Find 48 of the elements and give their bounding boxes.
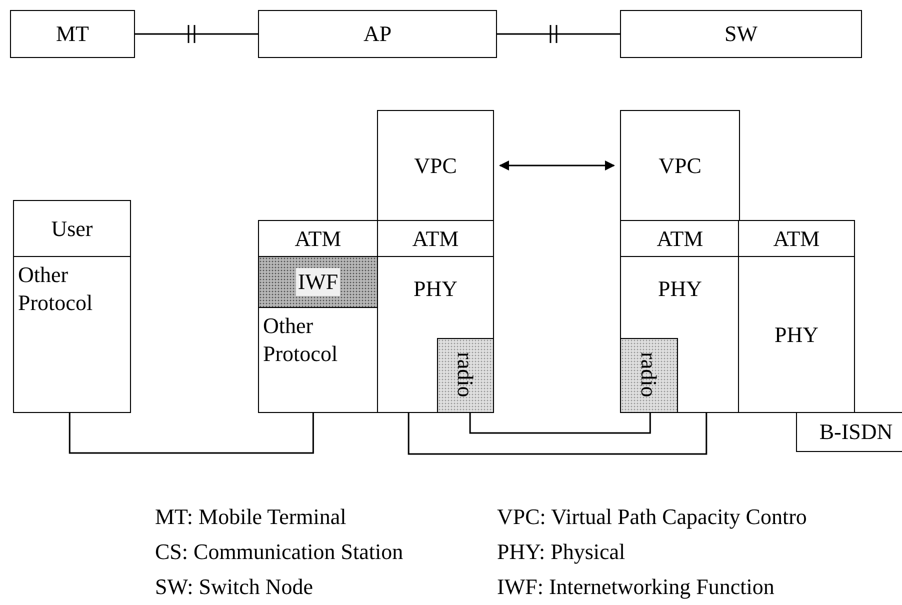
layer-label: MT (56, 20, 89, 48)
layer-label: ATM (773, 224, 820, 252)
protocol-box (377, 110, 494, 221)
layer-label: PHY (413, 275, 458, 302)
protocol-box (377, 256, 494, 413)
protocol-box (796, 412, 902, 452)
protocol-box (258, 220, 378, 257)
layer-label: PHY (774, 320, 818, 348)
layer-label: VPC (658, 152, 702, 180)
legend-text: IWF: Internetworking Function (497, 574, 774, 600)
radio-layer-box (436, 338, 494, 412)
layer-label: Other Protocol (263, 312, 339, 367)
legend-text: CS: Communication Station (155, 539, 404, 565)
protocol-box (13, 200, 131, 257)
layer-label: User (51, 214, 93, 242)
protocol-box (258, 307, 378, 413)
layer-label: B-ISDN (819, 418, 893, 446)
connector-line (469, 413, 651, 434)
radio-layer-box (620, 338, 678, 412)
layer-label: Other Protocol (18, 261, 94, 316)
protocol-box (620, 110, 740, 221)
legend-text: PHY: Physical (497, 539, 626, 565)
protocol-box (10, 10, 135, 58)
layer-label: radio (635, 352, 662, 398)
layer-label: PHY (658, 275, 702, 302)
layer-label: VPC (414, 152, 457, 180)
layer-label: ATM (656, 224, 704, 252)
double-arrow (499, 160, 615, 170)
layer-label: SW (724, 20, 758, 48)
legend-text: SW: Switch Node (155, 574, 314, 600)
protocol-box (620, 10, 862, 58)
legend-text: VPC: Virtual Path Capacity Contro (497, 504, 807, 530)
connector-line (68, 413, 314, 454)
protocol-box (738, 256, 855, 413)
protocol-box (738, 220, 855, 257)
protocol-box (13, 256, 131, 413)
function-layer-box (258, 256, 378, 308)
layer-label: AP (363, 20, 392, 48)
connector-line (408, 413, 708, 455)
layer-label: IWF (296, 268, 340, 296)
connector-line (134, 24, 259, 44)
legend-text: MT: Mobile Terminal (155, 504, 346, 530)
layer-label: ATM (412, 224, 459, 252)
layer-label: ATM (294, 224, 342, 252)
protocol-box (258, 10, 497, 58)
layer-label: radio (452, 352, 479, 398)
connector-line (496, 24, 621, 44)
protocol-box (620, 256, 740, 413)
